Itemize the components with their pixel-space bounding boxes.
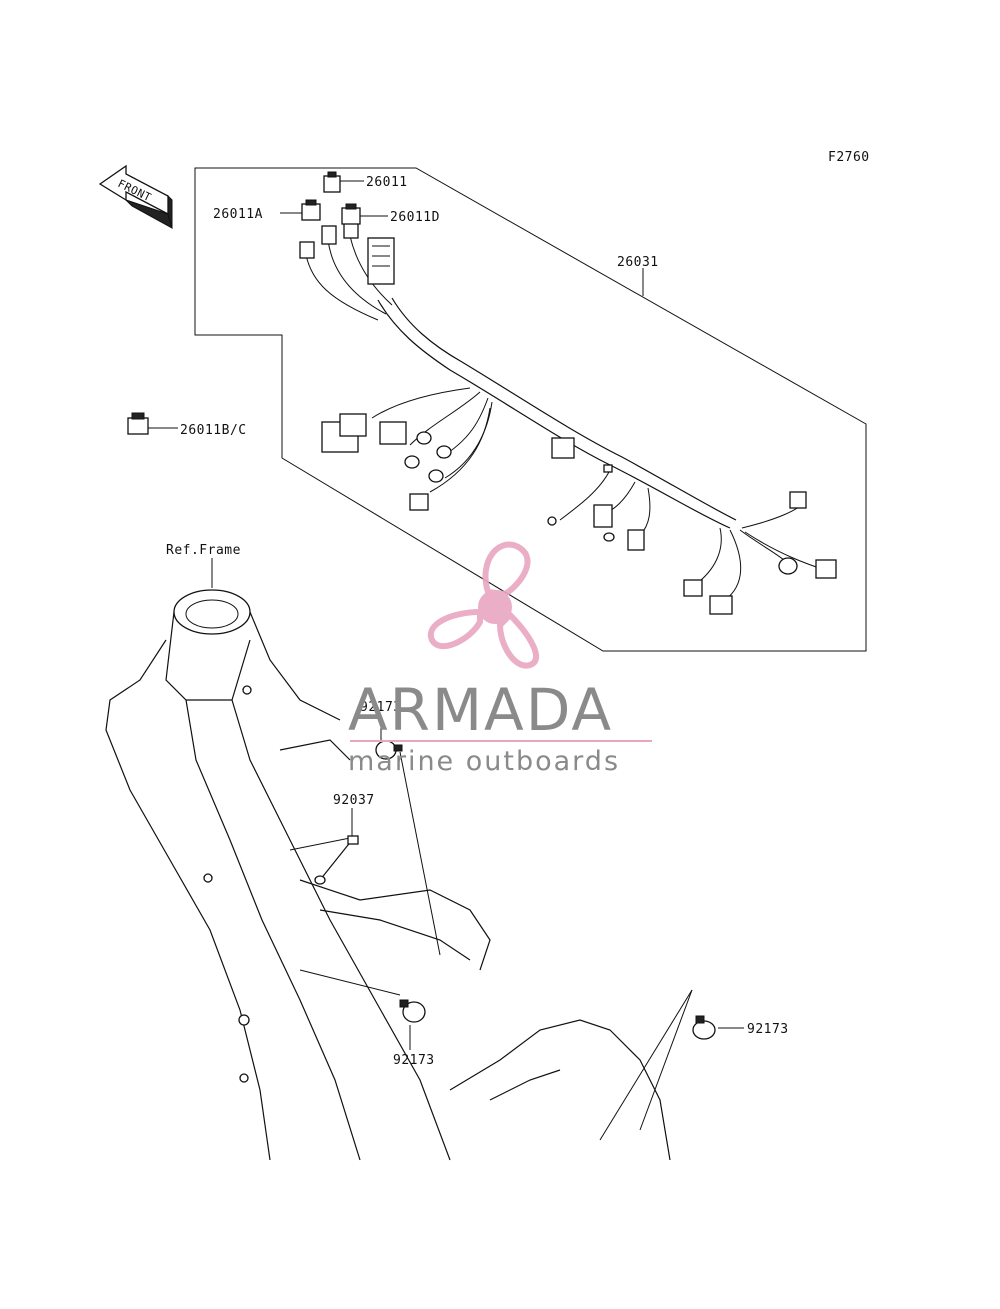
watermark-tagline: marine outboards — [348, 746, 620, 777]
label-26011a: 26011A — [213, 207, 263, 222]
armada-logo-icon — [427, 541, 539, 669]
label-92037: 92037 — [333, 793, 375, 808]
label-26011: 26011 — [366, 175, 408, 190]
bolt-92173-right-icon — [692, 1015, 716, 1040]
wiring-harness — [305, 235, 826, 601]
label-26011bc: 26011B/C — [180, 423, 247, 438]
label-92173-right: 92173 — [747, 1022, 789, 1037]
label-26031: 26031 — [617, 255, 659, 270]
bolt-92173-bottom-icon — [399, 999, 426, 1023]
pin-92037-icon — [314, 835, 359, 885]
bolt-92173-top-icon — [375, 740, 403, 760]
connector-26011bc-icon — [127, 412, 149, 435]
watermark-brand: ARMADA — [348, 676, 613, 744]
harness-outline — [194, 167, 867, 652]
figure-code: F2760 — [828, 150, 870, 165]
connector-26011d-icon — [341, 203, 361, 225]
label-92173-bottom: 92173 — [393, 1053, 435, 1068]
label-ref-frame: Ref.Frame — [166, 543, 241, 558]
front-arrow-icon: FRONT — [98, 164, 173, 230]
connector-26011a-icon — [301, 199, 321, 221]
harness-connectors — [299, 221, 837, 615]
motorcycle-frame — [105, 589, 671, 1161]
label-26011d: 26011D — [390, 210, 440, 225]
label-92173-top: 92173 — [360, 700, 402, 715]
connector-26011-icon — [323, 171, 341, 193]
